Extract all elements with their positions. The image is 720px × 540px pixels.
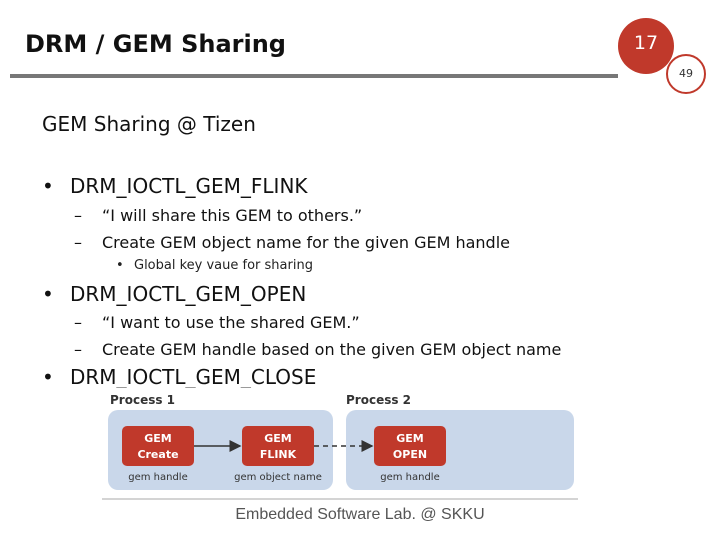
gem-create-box-line1: GEM xyxy=(144,432,172,445)
subsub-item-text: Global key vaue for sharing xyxy=(134,258,313,273)
bullet-flink-text: DRM_IOCTL_GEM_FLINK xyxy=(70,174,308,198)
dash: – xyxy=(74,206,82,225)
bullet-dot: • xyxy=(42,282,54,306)
gem-create-box xyxy=(122,426,194,466)
gem-flink-box xyxy=(242,426,314,466)
bullet-close-text: DRM_IOCTL_GEM_CLOSE xyxy=(70,365,317,389)
subsub-item: • Global key vaue for sharing xyxy=(116,258,313,273)
gem-open-caption: gem handle xyxy=(380,472,440,483)
process2-label: Process 2 xyxy=(346,393,411,407)
gem-flink-box-line2: FLINK xyxy=(260,448,297,461)
gem-open-box xyxy=(374,426,446,466)
gem-open-box-line2: OPEN xyxy=(393,448,427,461)
dash: – xyxy=(74,340,82,359)
bullet-open: • DRM_IOCTL_GEM_OPEN xyxy=(42,282,306,306)
slide-subtitle: GEM Sharing @ Tizen xyxy=(42,112,256,136)
bullet-dot: • xyxy=(116,258,124,273)
bullet-close: • DRM_IOCTL_GEM_CLOSE xyxy=(42,365,316,389)
sub-item-text: Create GEM handle based on the given GEM… xyxy=(102,340,562,359)
sub-item: – Create GEM object name for the given GE… xyxy=(74,233,510,252)
bullet-dot: • xyxy=(42,174,54,198)
process1-label: Process 1 xyxy=(110,393,175,407)
bullet-open-text: DRM_IOCTL_GEM_OPEN xyxy=(70,282,307,306)
sub-item-text: “I will share this GEM to others.” xyxy=(102,206,363,225)
page-number-badge: 17 xyxy=(618,18,674,74)
gem-flink-caption: gem object name xyxy=(234,472,322,483)
gem-create-box-line2: Create xyxy=(137,448,178,461)
dash: – xyxy=(74,313,82,332)
footer-text: Embedded Software Lab. @ SKKU xyxy=(235,506,485,523)
slide-title: DRM / GEM Sharing xyxy=(25,30,286,58)
total-pages-badge: 49 xyxy=(666,54,706,94)
sub-item-text: Create GEM object name for the given GEM… xyxy=(102,233,510,252)
sub-item: – Create GEM handle based on the given GE… xyxy=(74,340,561,359)
sub-item: – “I want to use the shared GEM.” xyxy=(74,313,360,332)
bullet-flink: • DRM_IOCTL_GEM_FLINK xyxy=(42,174,308,198)
gem-flink-box-line1: GEM xyxy=(264,432,292,445)
title-underline xyxy=(10,74,618,78)
sub-item: – “I will share this GEM to others.” xyxy=(74,206,362,225)
bullet-dot: • xyxy=(42,365,54,389)
gem-open-box-line1: GEM xyxy=(396,432,424,445)
gem-sharing-diagram: Process 1 Process 2 GEM Create gem handl… xyxy=(102,388,578,500)
gem-create-caption: gem handle xyxy=(128,472,188,483)
sub-item-text: “I want to use the shared GEM.” xyxy=(102,313,360,332)
dash: – xyxy=(74,233,82,252)
